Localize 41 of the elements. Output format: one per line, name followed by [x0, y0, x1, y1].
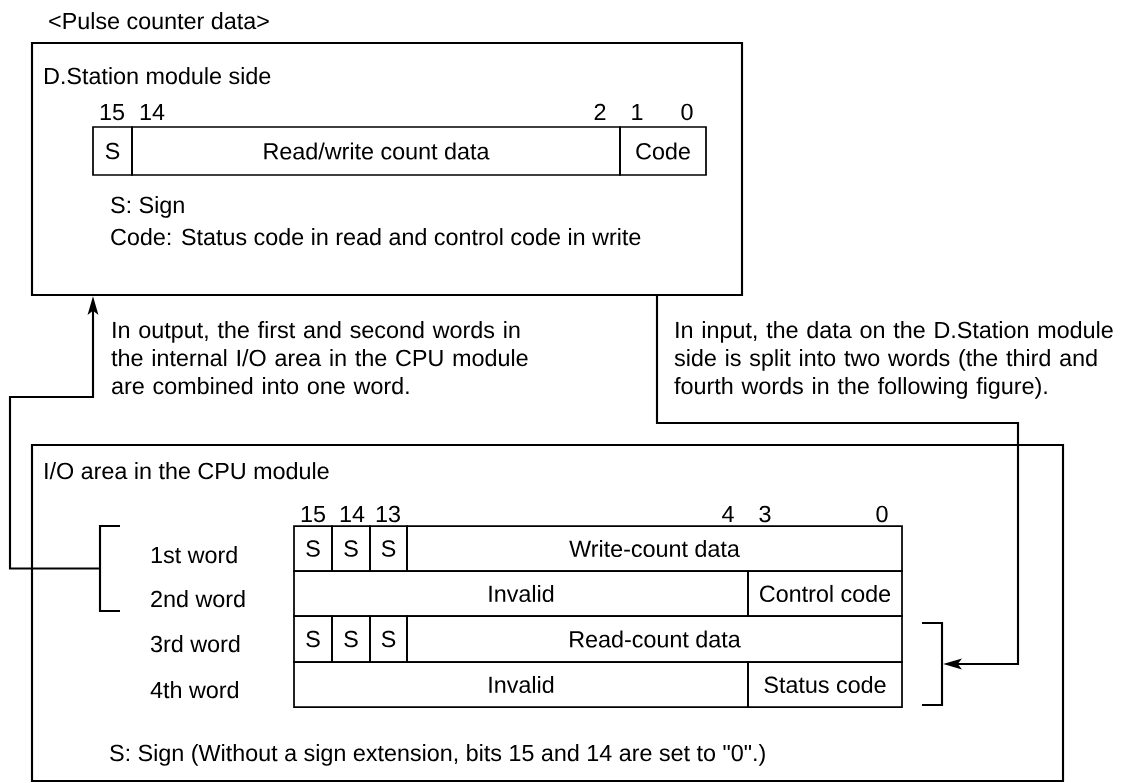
bit-field-cell: Invalid [293, 661, 749, 708]
arrow [655, 296, 1020, 670]
bit-field-cell: Invalid [293, 570, 749, 617]
bit-number: 14 [140, 103, 165, 120]
bit-field-cell: Status code [747, 661, 903, 708]
bracket [922, 621, 944, 707]
bit-field-cell: S [331, 615, 371, 663]
bit-field-cell: S [92, 126, 133, 176]
bit-field-cell: Control code [747, 570, 903, 617]
bit-field-cell: S [293, 615, 333, 663]
word-label: 2nd word [151, 590, 245, 608]
word-label: 4th word [150, 681, 239, 699]
bit-field-cell: Code [619, 126, 707, 176]
bit-field-cell: S [293, 525, 333, 572]
bit-field-cell: Write-count data [406, 525, 903, 572]
bit-field-cell: S [369, 525, 408, 572]
bit-number: 15 [301, 505, 325, 523]
box-heading: D.Station module side [45, 67, 271, 85]
bracket [98, 524, 120, 613]
box-heading: I/O area in the CPU module [45, 462, 329, 480]
bit-number: 14 [340, 505, 365, 522]
bit-field-cell: S [331, 525, 371, 572]
note-text: S: Sign (Without a sign extension, bits 15 and 14 are set to "0".) [110, 744, 765, 766]
note-text: Code: Status code in read and control code in write [111, 228, 641, 246]
note-text: S: Sign [111, 196, 184, 218]
bit-number: 13 [376, 505, 400, 523]
bit-number: 3 [759, 505, 771, 523]
bit-number: 15 [100, 103, 124, 121]
bit-number: 1 [632, 103, 643, 120]
bit-field-cell: Read/write count data [131, 126, 621, 176]
title: <Pulse counter data> [49, 12, 269, 30]
edge-label: In input, the data on the D.Station module side is split into two words (the third and fourth words in the following figure). [674, 321, 1113, 399]
edge-label: In output, the first and second words in the internal I/O area in the CPU module are combined into one word. [111, 321, 528, 395]
bit-field-cell: S [369, 615, 408, 663]
bit-number: 4 [722, 505, 734, 522]
word-label: 1st word [151, 546, 237, 564]
bit-number: 2 [594, 103, 606, 120]
bit-number: 0 [876, 505, 888, 523]
bit-field-cell: Read-count data [406, 615, 903, 663]
bit-number: 0 [681, 103, 693, 121]
word-label: 3rd word [150, 635, 240, 653]
